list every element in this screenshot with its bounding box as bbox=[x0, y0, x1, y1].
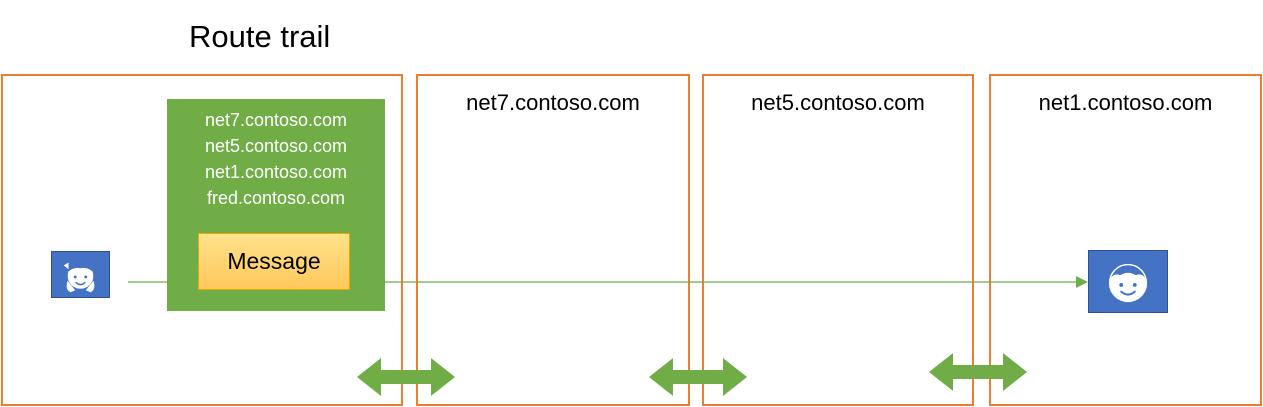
message-box: Message bbox=[198, 233, 350, 290]
route-trail-entry: net7.contoso.com bbox=[204, 110, 348, 130]
girl-face-icon bbox=[51, 251, 110, 298]
route-trail-entry: net1.contoso.com bbox=[204, 162, 348, 182]
route-trail-list: net7.contoso.com net5.contoso.com net1.c… bbox=[167, 107, 385, 211]
server-box-net7: net7.contoso.com bbox=[416, 74, 690, 406]
route-trail-entry: net5.contoso.com bbox=[204, 136, 348, 156]
server-label: net5.contoso.com bbox=[751, 90, 925, 115]
server-box-net5: net5.contoso.com bbox=[702, 74, 974, 406]
route-trail-panel: net7.contoso.com net5.contoso.com net1.c… bbox=[167, 99, 385, 311]
server-label: net7.contoso.com bbox=[466, 90, 640, 115]
route-trail-entry: fred.contoso.com bbox=[206, 188, 346, 208]
server-label: net1.contoso.com bbox=[1038, 90, 1213, 115]
boy-face-icon bbox=[1088, 250, 1168, 313]
diagram-title: Route trail bbox=[189, 19, 331, 54]
server-box-net1: net1.contoso.com bbox=[989, 74, 1262, 406]
